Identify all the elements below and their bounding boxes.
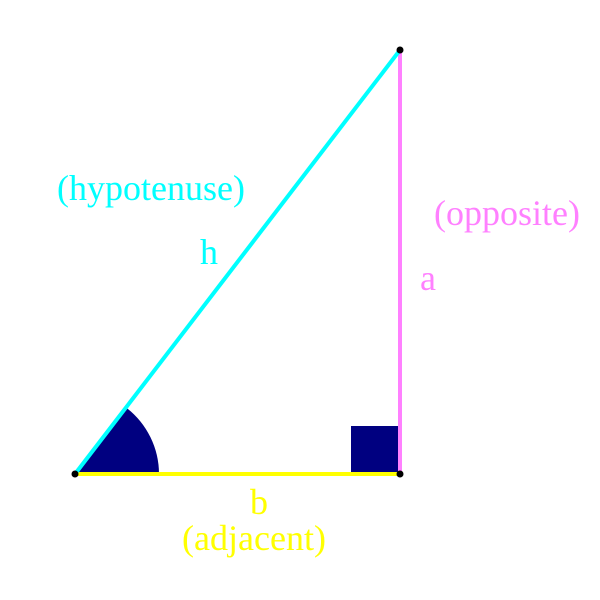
hypotenuse-side xyxy=(73,48,402,476)
hypotenuse-letter-label: h xyxy=(200,232,218,272)
angle-marker xyxy=(75,407,159,474)
opposite-letter-label: a xyxy=(420,258,436,298)
vertex-top xyxy=(396,46,404,54)
vertex-bottom-right xyxy=(396,470,404,478)
vertex-bottom-left xyxy=(71,470,79,478)
adjacent-word-label: (adjacent) xyxy=(182,518,326,558)
right-angle-marker xyxy=(351,426,399,474)
opposite-word-label: (opposite) xyxy=(434,193,580,233)
adjacent-letter-label: b xyxy=(250,482,268,522)
hypotenuse-word-label: (hypotenuse) xyxy=(57,168,245,208)
